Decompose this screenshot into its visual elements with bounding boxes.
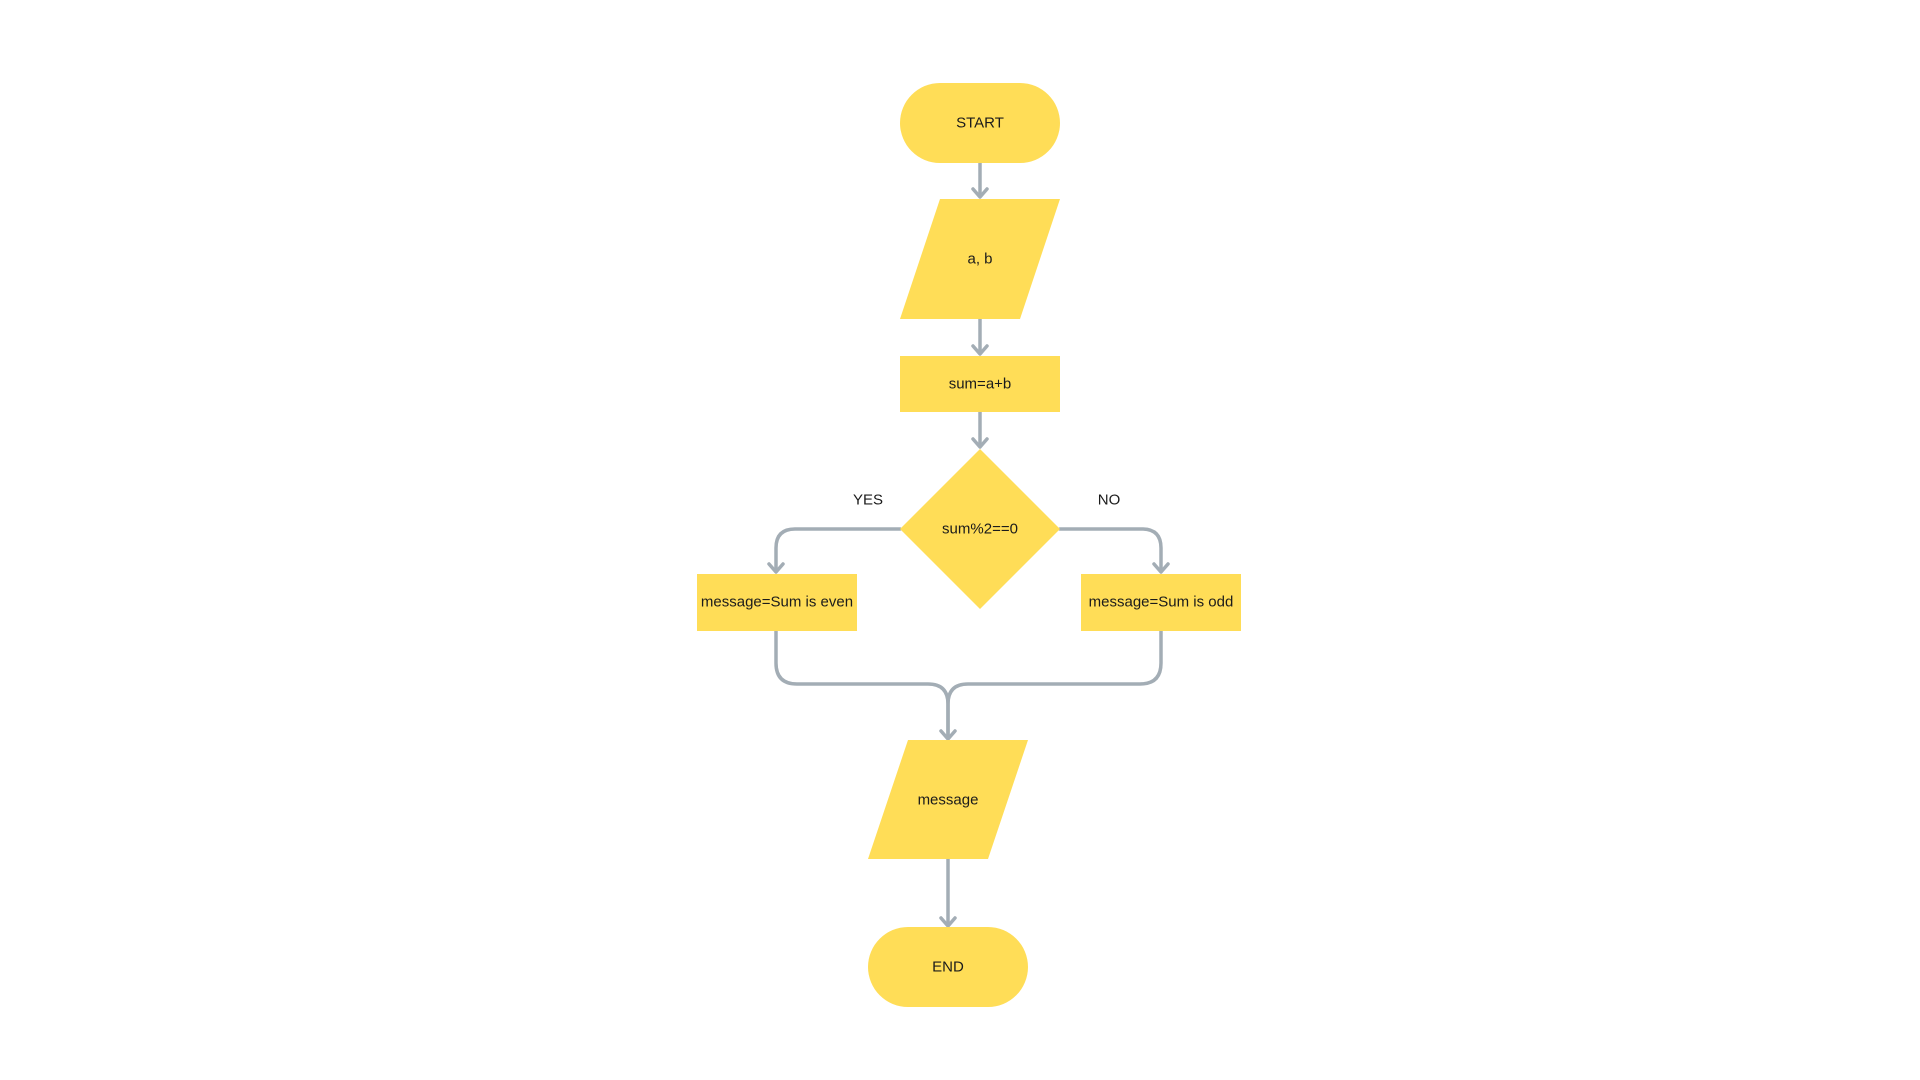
odd-process-label: message=Sum is odd <box>1089 594 1234 611</box>
output-node: message <box>868 740 1028 859</box>
decision-node: sum%2==0 <box>900 449 1060 609</box>
end-terminator-shape <box>868 927 1028 1007</box>
connector-decision-to-odd <box>1058 527 1163 573</box>
output-data-shape <box>868 740 1028 859</box>
arrowhead-input <box>971 187 989 199</box>
arrowhead-decision <box>971 437 989 449</box>
sum-process-label: sum=a+b <box>949 376 1012 393</box>
branch-labels: YES NO <box>853 492 1120 509</box>
arrowhead-even <box>767 562 785 574</box>
end-label: END <box>932 959 964 976</box>
decision-label: sum%2==0 <box>942 521 1018 538</box>
connectors <box>767 161 1170 928</box>
even-process-label: message=Sum is even <box>701 594 853 611</box>
start-terminator-shape <box>900 83 1060 163</box>
odd-process-shape <box>1081 574 1241 631</box>
arrowhead-output <box>939 729 957 741</box>
connector-odd-to-output <box>946 629 1163 740</box>
odd-process-node: message=Sum is odd <box>1081 574 1241 631</box>
even-process-node: message=Sum is even <box>697 574 857 631</box>
sum-process-shape <box>900 356 1060 412</box>
connector-even-to-output <box>774 629 950 740</box>
connector-decision-to-even <box>774 527 902 573</box>
end-node: END <box>868 927 1028 1007</box>
output-label: message <box>918 792 979 809</box>
nodes: START a, b sum=a+b sum%2==0 message=Sum … <box>697 83 1241 1007</box>
input-data-shape <box>900 199 1060 319</box>
start-node: START <box>900 83 1060 163</box>
sum-process-node: sum=a+b <box>900 356 1060 412</box>
decision-diamond-shape <box>900 449 1060 609</box>
input-node: a, b <box>900 199 1060 319</box>
arrowhead-odd <box>1152 562 1170 574</box>
arrowhead-sum <box>971 344 989 356</box>
no-branch-label: NO <box>1098 492 1121 509</box>
input-label: a, b <box>967 251 992 268</box>
arrowhead-end <box>939 916 957 928</box>
even-process-shape <box>697 574 857 631</box>
yes-branch-label: YES <box>853 492 883 509</box>
start-label: START <box>956 115 1004 132</box>
